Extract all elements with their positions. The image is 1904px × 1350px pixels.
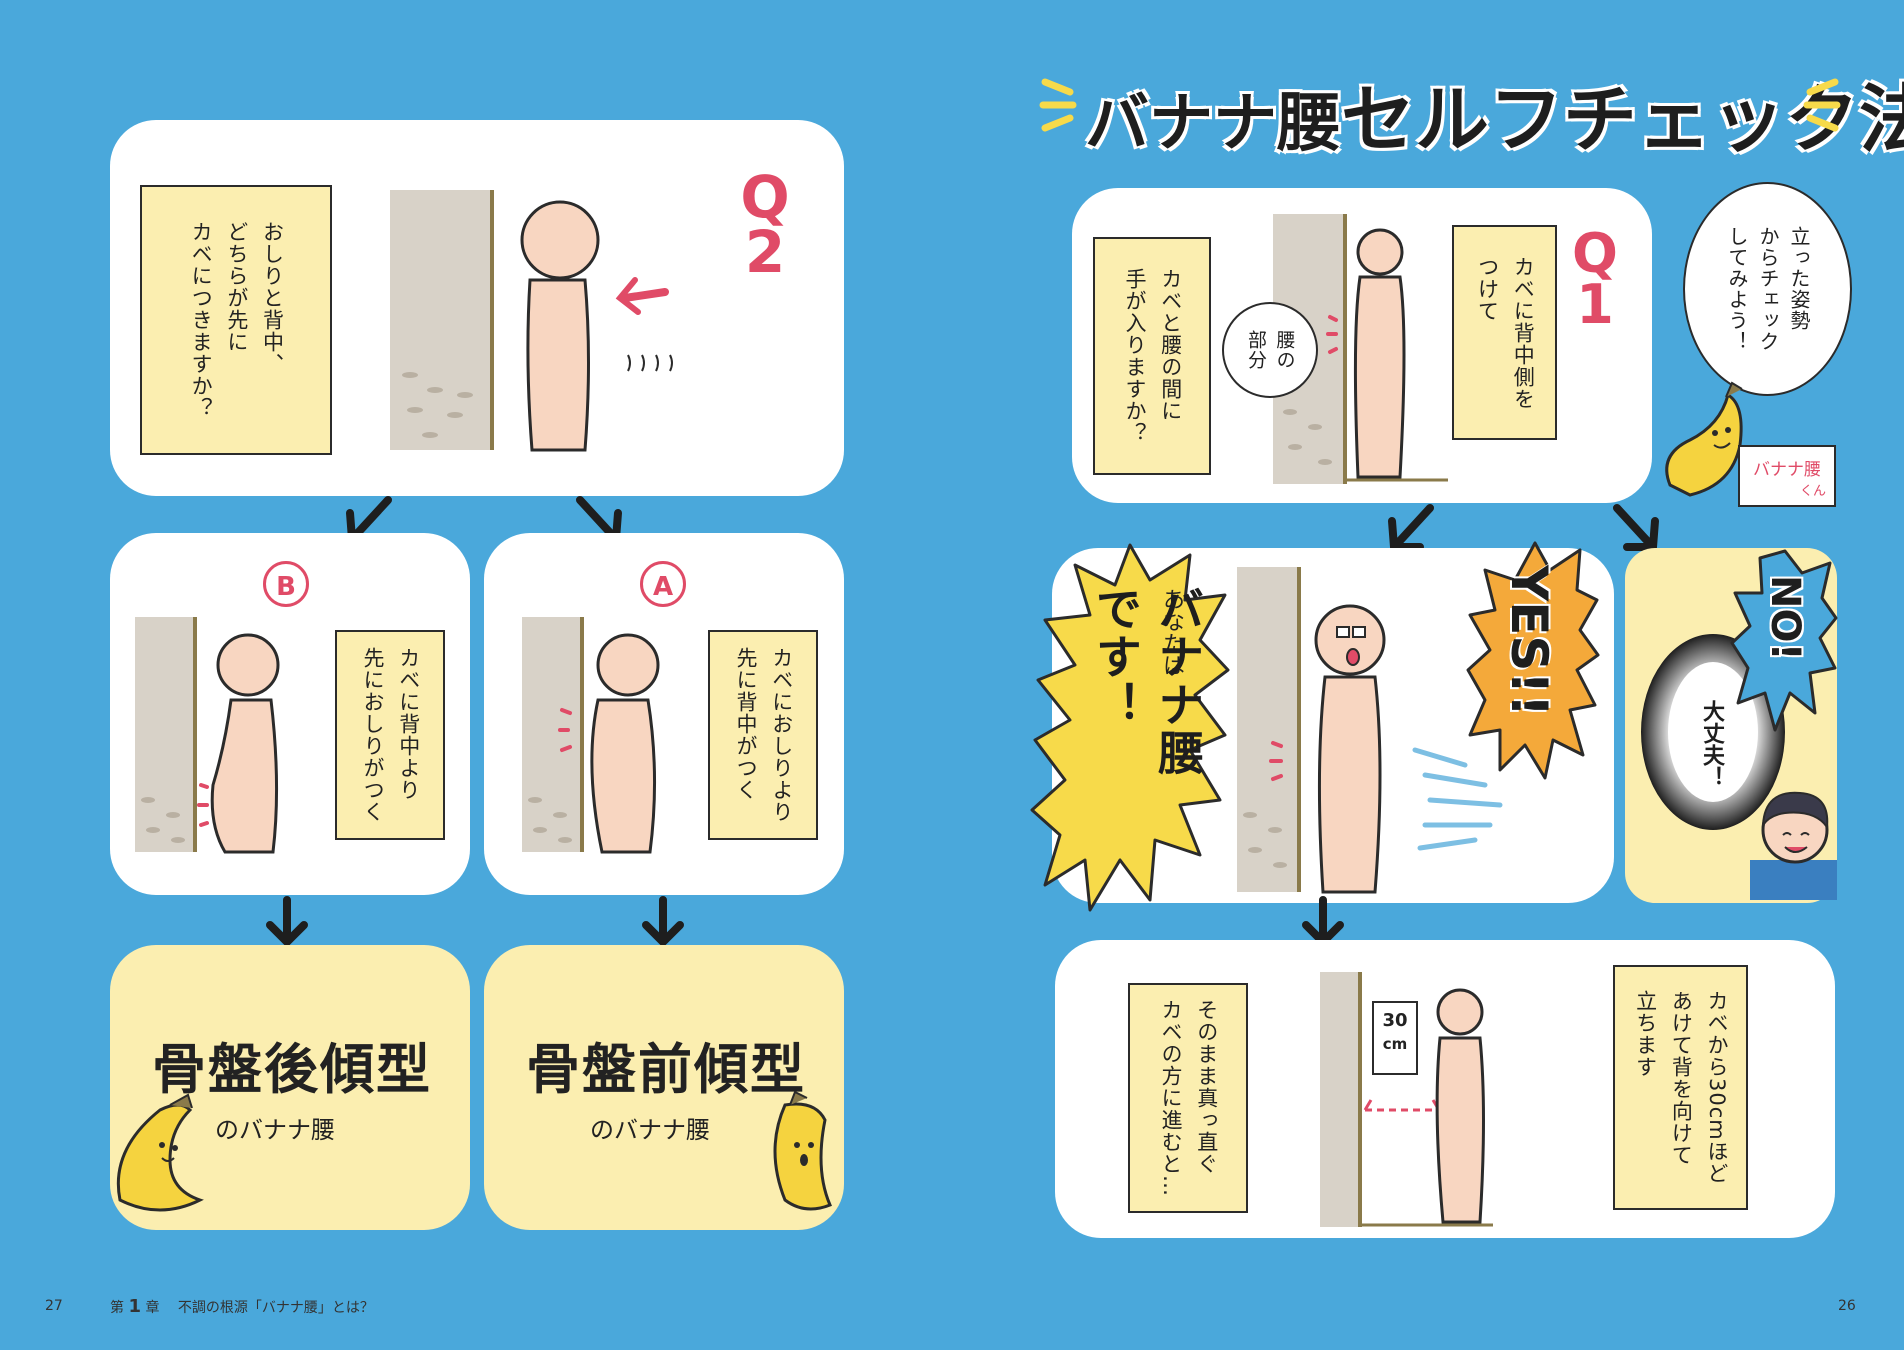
- option-b-badge: B: [263, 561, 309, 607]
- footer-chapter-number: 1: [128, 1296, 141, 1317]
- footer-chapter-suffix: 章: [145, 1300, 159, 1316]
- q2-label-q: Q: [730, 170, 800, 225]
- option-b-figure-illustration: [133, 615, 303, 855]
- q1-instruction-text: カベに背中側を つけて: [1469, 256, 1540, 410]
- option-a-figure-illustration: [520, 615, 690, 855]
- waist-speech-bubble: 腰の 部分: [1222, 302, 1318, 398]
- distance-sign-number: 30: [1373, 1010, 1417, 1031]
- mascot-bubble-text: 立った姿勢 からチェック してみよう！: [1721, 226, 1814, 352]
- option-a-badge: A: [640, 561, 686, 607]
- yes-label: YES!!: [1500, 565, 1558, 717]
- title-sparkle-right-icon: [1795, 70, 1845, 140]
- title-part1: バナナ腰: [1085, 87, 1341, 161]
- bottom-step1-text: カベから30cmほど あけて背を向けて 立ちます: [1627, 990, 1734, 1185]
- mascot-name-tag: バナナ腰 くん: [1738, 445, 1836, 507]
- q2-label: Q 2: [730, 170, 800, 280]
- yes-result-big: バナナ腰 です！: [1085, 585, 1209, 777]
- waist-bubble-text: 腰の 部分: [1242, 330, 1299, 370]
- q1-question-text: カベと腰の間に 手が入りますか？: [1116, 268, 1187, 444]
- option-a-text: カベにおしりより 先に背中がつく: [727, 647, 798, 823]
- result-a-sub: のバナナ腰: [590, 1110, 710, 1145]
- footer-chapter-prefix: 第: [110, 1300, 124, 1316]
- arrow-down-icon: [638, 895, 688, 950]
- yes-figure-illustration: [1235, 565, 1405, 895]
- q1-question-box: カベと腰の間に 手が入りますか？: [1093, 237, 1211, 475]
- mascot-name: バナナ腰: [1740, 455, 1834, 480]
- no-label: NO!: [1762, 575, 1808, 661]
- mascot-speech-bubble: 立った姿勢 からチェック してみよう！: [1683, 182, 1852, 396]
- title-sparkle-left-icon: [1035, 70, 1085, 140]
- footer-left-page-number: 27: [45, 1298, 63, 1314]
- mascot-name-suffix: くん: [1740, 480, 1834, 499]
- doctor-avatar-icon: [1745, 775, 1837, 900]
- q2-question-box: おしりと背中、 どちらが先に カベにつきますか？: [140, 185, 332, 455]
- bottom-step2-box: そのまま真っ直ぐ カベの方に進むと…: [1128, 983, 1248, 1213]
- banana-mascot-icon: [100, 1090, 230, 1220]
- q2-question-text: おしりと背中、 どちらが先に カベにつきますか？: [182, 221, 289, 419]
- footer-chapter-title: 不調の根源「バナナ腰」とは？: [178, 1300, 374, 1316]
- page-title: バナナ腰セルフチェック法: [1085, 60, 1904, 167]
- q2-figure-illustration: [380, 180, 710, 460]
- distance-sign: 30 cm: [1373, 1010, 1417, 1053]
- distance-sign-unit: cm: [1373, 1035, 1417, 1053]
- bottom-figure-illustration: [1315, 970, 1495, 1230]
- no-message: 大丈夫！: [1695, 700, 1727, 788]
- q1-label-q: Q: [1563, 228, 1627, 279]
- q1-label: Q 1: [1563, 228, 1627, 331]
- banana-mascot-icon: [745, 1090, 855, 1220]
- q2-label-number: 2: [730, 225, 800, 280]
- arrow-down-icon: [262, 895, 312, 950]
- footer-right-page-number: 26: [1838, 1298, 1856, 1314]
- result-b-sub: のバナナ腰: [215, 1110, 335, 1145]
- option-a-text-box: カベにおしりより 先に背中がつく: [708, 630, 818, 840]
- footer-chapter: 第 1 章 不調の根源「バナナ腰」とは？: [110, 1296, 374, 1317]
- q1-label-number: 1: [1563, 279, 1627, 330]
- option-b-text: カベに背中より 先におしりがつく: [354, 647, 425, 823]
- bottom-step2-text: そのまま真っ直ぐ カベの方に進むと…: [1152, 999, 1223, 1197]
- option-b-text-box: カベに背中より 先におしりがつく: [335, 630, 445, 840]
- bottom-step1-box: カベから30cmほど あけて背を向けて 立ちます: [1613, 965, 1748, 1210]
- q1-instruction-box: カベに背中側を つけて: [1452, 225, 1557, 440]
